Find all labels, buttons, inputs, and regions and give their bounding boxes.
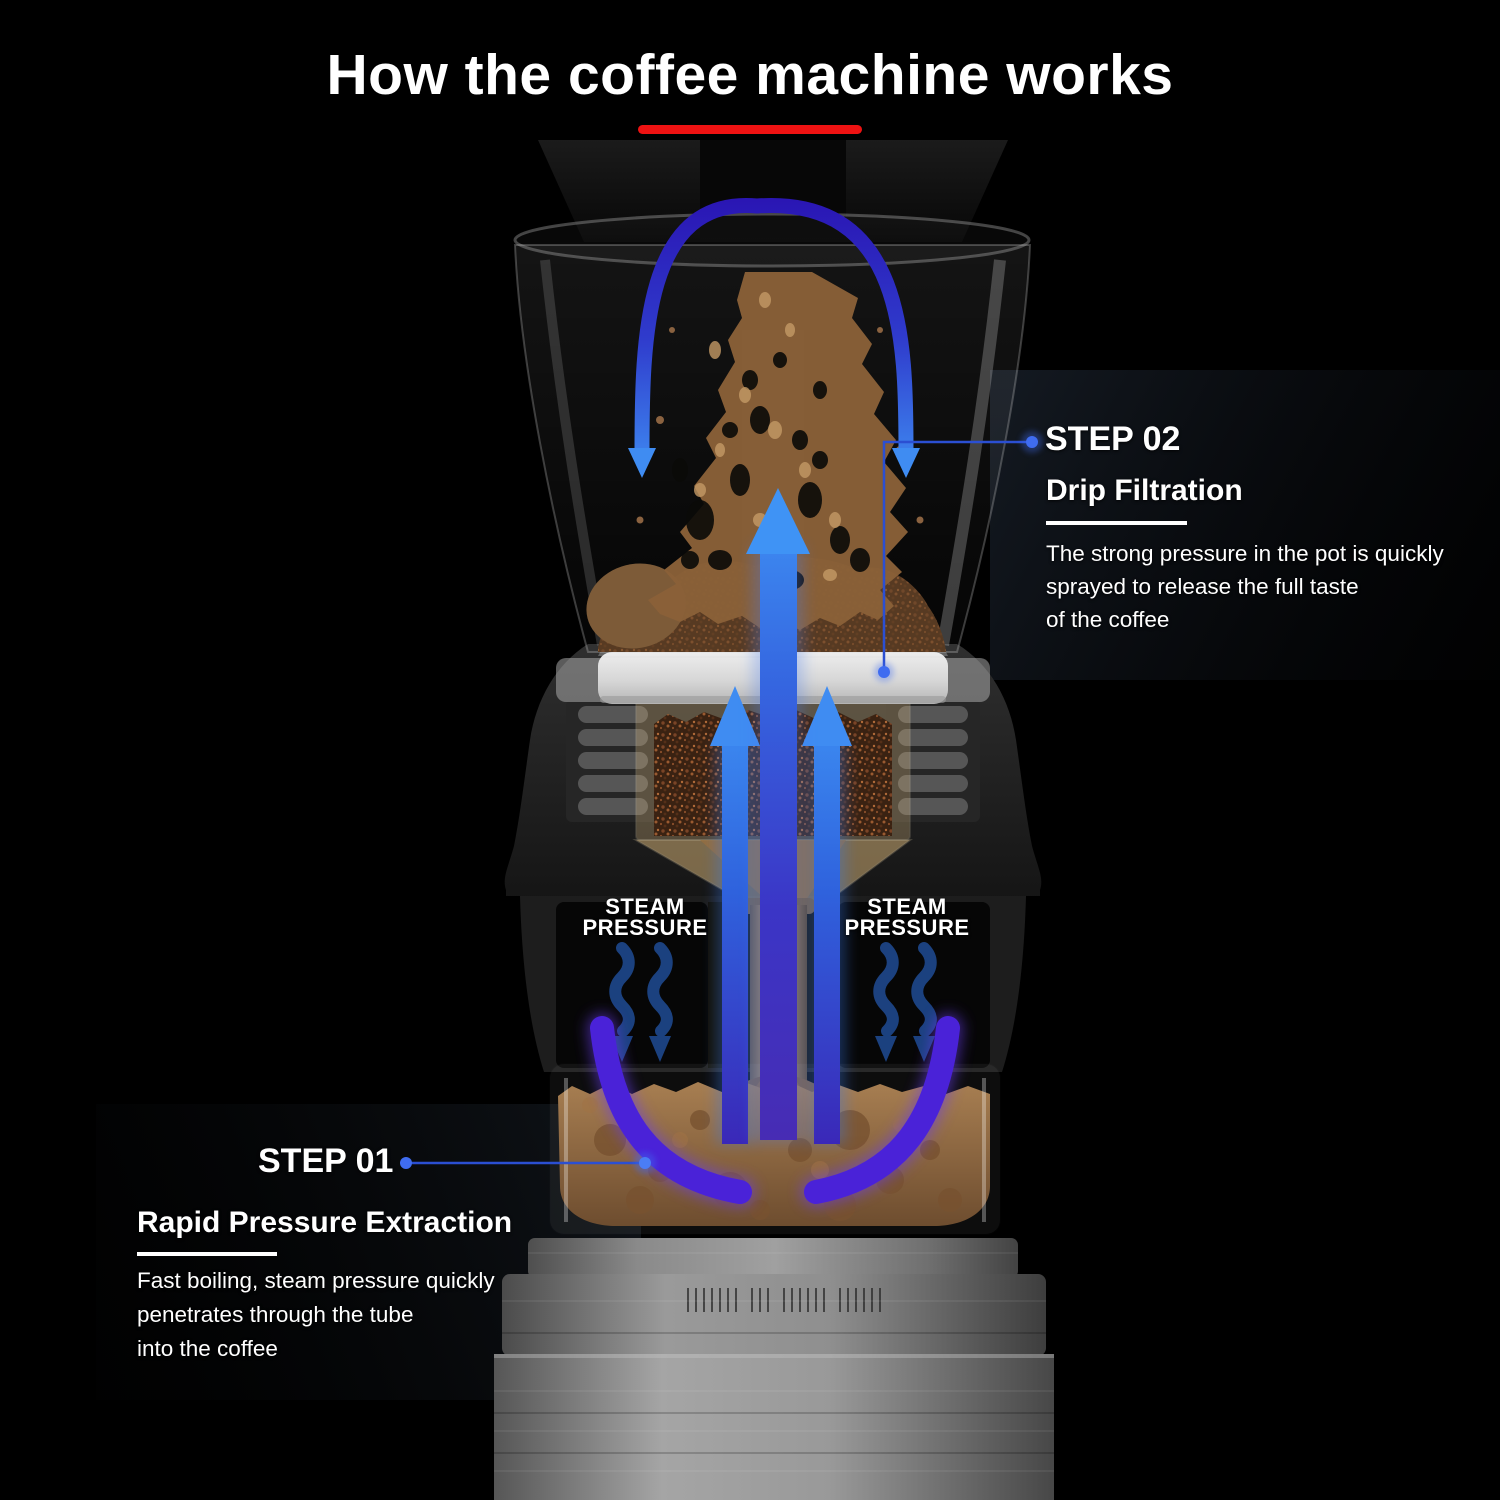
step-01-description: Fast boiling, steam pressure quickly pen… [137,1264,495,1366]
step-02-line-3: of the coffee [1046,607,1170,632]
steam-word: STEAM [867,894,947,919]
water-flow-arrows [587,1013,963,1207]
step-01-line-1: Fast boiling, steam pressure quickly [137,1268,495,1293]
red-divider [638,125,862,134]
step-02-description: The strong pressure in the pot is quickl… [1046,537,1444,636]
steam-word: STEAM [605,894,685,919]
machine-base [494,1238,1054,1500]
steam-pressure-label-left: STEAM PRESSURE [545,894,745,940]
water-flow-arrow-left [590,1016,752,1204]
base-ticks-ring [502,1274,1046,1356]
step-01-heading: Rapid Pressure Extraction [137,1206,513,1239]
step-01-line-3: into the coffee [137,1336,278,1361]
step-02-line-2: sprayed to release the full taste [1046,574,1359,599]
water-flow-arrow-right [804,1016,960,1204]
step-02-heading: Drip Filtration [1046,474,1243,507]
callout-step01 [400,1152,656,1174]
up-arrow-right [802,686,852,1144]
up-arrow-left [710,686,760,1144]
up-arrow-center [746,488,810,1143]
page-title: How the coffee machine works [326,43,1174,107]
machine-top-spout [538,140,1008,242]
step-01-underline [137,1252,277,1256]
step-02-line-1: The strong pressure in the pot is quickl… [1046,541,1444,566]
step-02-underline [1046,521,1187,525]
pressure-word: PRESSURE [582,914,708,940]
thread-coupling-right [886,700,980,822]
thread-coupling-left [566,700,660,822]
spray-arc-arrow [628,198,920,478]
pressure-word: PRESSURE [844,914,970,940]
panel-behind-step02 [990,370,1500,680]
step-01-line-2: penetrates through the tube [137,1302,414,1327]
callout-step02 [874,431,1043,682]
step-02-label: STEP 02 [1045,420,1181,458]
steam-wave-icons [609,942,937,1062]
step-01-label: STEP 01 [258,1142,394,1180]
steam-pressure-label-right: STEAM PRESSURE [807,894,1007,940]
